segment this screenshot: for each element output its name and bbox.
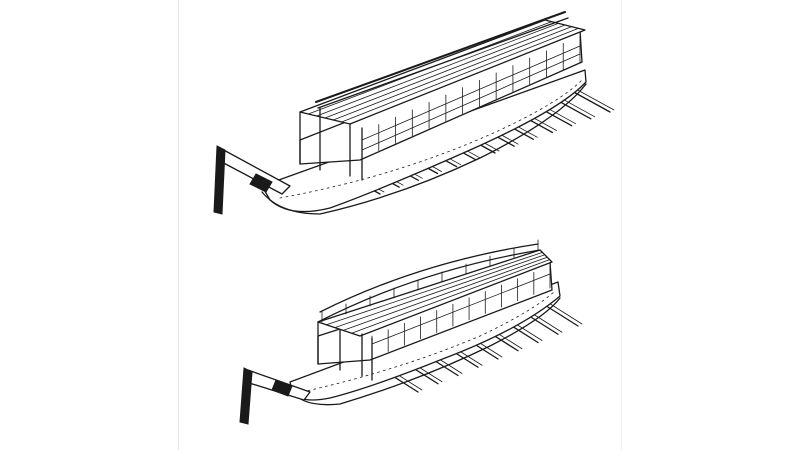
lower-boat-rudder-collar <box>271 379 293 397</box>
lower-boat-deck-plank <box>325 251 543 326</box>
lower-boat-stern-posts <box>317 321 373 381</box>
upper-boat-oar-edge <box>573 87 615 111</box>
lower-boat-rudder-blade <box>239 367 253 425</box>
upper-boat-rudder-collar <box>249 173 273 193</box>
upper-boat-hull <box>261 69 587 213</box>
upper-boat-rudder-arm <box>217 147 291 195</box>
upper-boat-rivet-line <box>279 79 583 199</box>
upper-boat-oar <box>569 89 611 113</box>
lower-boat <box>239 239 583 425</box>
upper-boat-cabin-panels <box>361 35 581 159</box>
upper-boat-stern-posts <box>299 107 363 181</box>
lower-boat-deck-plank <box>334 254 546 329</box>
upper-boat <box>213 11 615 215</box>
lower-boat-hull-lower-edge <box>289 297 561 406</box>
upper-boat-roof-plank <box>341 27 579 123</box>
lower-boat-deck-plank <box>342 256 548 331</box>
lower-boat-panel-rail <box>371 273 551 345</box>
upper-boat-panel-rail <box>361 45 581 141</box>
lower-boat-rail <box>317 243 541 323</box>
upper-boat-hull-lower-edge <box>261 83 587 215</box>
lower-boat-deck-planks <box>325 251 550 334</box>
lower-boat-rail-posts <box>321 239 539 323</box>
upper-boat-panel-rail <box>361 53 581 151</box>
upper-boat-rudder-blade <box>213 145 226 215</box>
upper-boat-roof-plank <box>316 22 559 117</box>
upper-boat-roof-plank <box>324 24 566 119</box>
upper-boat-pole <box>315 11 566 103</box>
upper-boat-pole-2 <box>317 17 569 109</box>
lower-boat-deck-plank <box>351 259 550 334</box>
upper-boat-roof-plank <box>332 26 573 121</box>
lower-boat-rivet-line <box>301 289 557 393</box>
